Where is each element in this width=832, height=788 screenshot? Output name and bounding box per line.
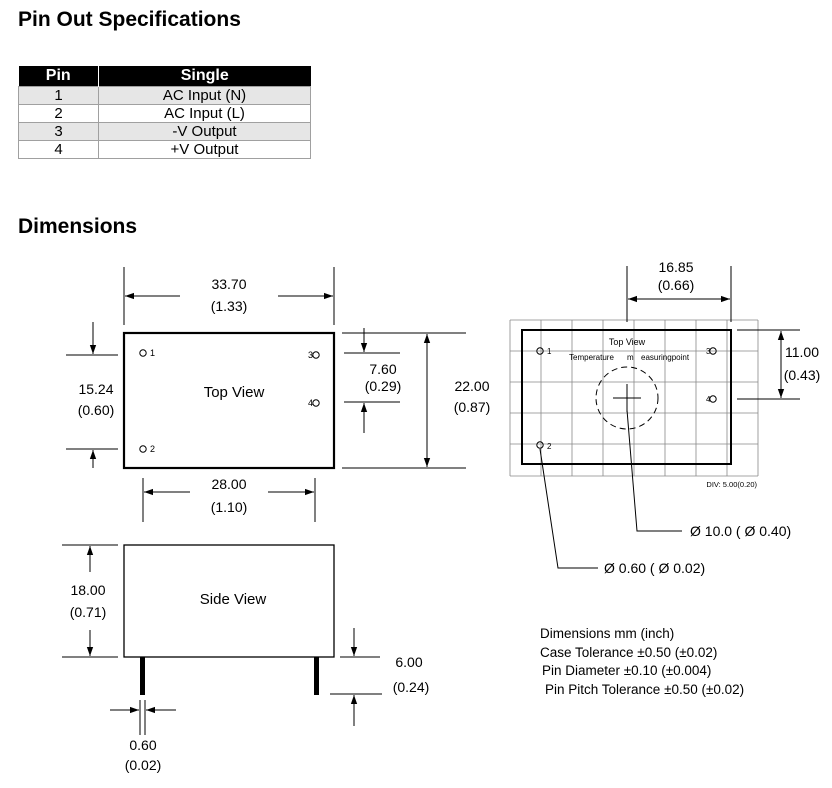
- pin-number: 4: [18, 140, 99, 159]
- pin-diameter-inch-label: (0.02): [125, 757, 162, 773]
- pin-function: AC Input (N): [98, 86, 311, 105]
- grid-view-case-outline: [521, 329, 732, 465]
- pin-diameter-mm-label: 0.60: [129, 737, 156, 753]
- single-column-header: Single: [98, 66, 311, 87]
- circle-leader-line: [626, 409, 682, 532]
- grid-view-labels: Top View Temperature m easuringpoint 1 2…: [547, 259, 820, 576]
- side-view-labels: Side View 18.00 (0.71) 6.00 (0.24) 0.60 …: [70, 582, 430, 773]
- case-tolerance-note: Case Tolerance ±0.50 (±0.02): [540, 645, 717, 660]
- pin-2-hole: [536, 441, 544, 449]
- pinout-heading: Pin Out Specifications: [18, 8, 241, 31]
- pin-pitch-note: Pin Pitch Tolerance ±0.50 (±0.02): [545, 682, 744, 697]
- pin-3-hole: [709, 347, 717, 355]
- units-note: Dimensions mm (inch): [540, 626, 674, 641]
- table-row: 4 +V Output: [18, 140, 311, 159]
- top-view-case-outline: [122, 331, 336, 470]
- pin-number: 3: [18, 122, 99, 141]
- side-view-case-outline: [123, 544, 335, 658]
- side-view-title: Side View: [200, 591, 267, 608]
- pin-offset-inch-label: (0.29): [365, 378, 402, 394]
- side-view: [62, 544, 382, 735]
- top-view-title: Top View: [204, 384, 265, 401]
- top-view-labels: 33.70 (1.33) Top View 22.00 (0.87) 7.60 …: [78, 276, 491, 515]
- top-view: [66, 267, 466, 522]
- pin-leader-line: [539, 448, 598, 569]
- pin-diameter-note: Pin Diameter ±0.10 (±0.004): [542, 663, 711, 678]
- pin-number: 2: [18, 104, 99, 123]
- grid-lines: [509, 319, 759, 477]
- grid-division-note: DIV: 5.00(0.20): [706, 480, 757, 489]
- height-mm-label: 22.00: [454, 378, 489, 394]
- half-width-mm-label: 16.85: [658, 259, 693, 275]
- pin-length-mm-label: 6.00: [395, 654, 422, 670]
- pin-1-hole: [139, 349, 147, 357]
- dimensions-heading: Dimensions: [18, 215, 138, 238]
- half-width-inch-label: (0.66): [658, 277, 695, 293]
- table-row: 1 AC Input (N): [18, 86, 311, 105]
- measuring-point-label: easuringpoint: [641, 353, 690, 362]
- measuring-point-label: Temperature: [569, 353, 614, 362]
- table-row: 3 -V Output: [18, 122, 311, 141]
- offset-mm-label: 11.00: [785, 344, 819, 360]
- pin-label: 3: [706, 347, 711, 356]
- pin-function: -V Output: [98, 122, 311, 141]
- table-row: 2 AC Input (L): [18, 104, 311, 123]
- top-view-pin-labels: 1 2 3 4: [150, 348, 313, 454]
- side-view-pin: [140, 657, 145, 695]
- pin-column-header: Pin: [18, 66, 99, 87]
- pin-diameter-callout: Ø 0.60 ( Ø 0.02): [604, 560, 705, 576]
- pin-label: 4: [308, 398, 313, 408]
- pin-row-mm-label: 28.00: [211, 476, 246, 492]
- pin-label: 1: [150, 348, 155, 358]
- pin-3-hole: [312, 351, 320, 359]
- height-inch-label: (0.87): [454, 399, 491, 415]
- pinout-table: Pin Single 1 AC Input (N) 2 AC Input (L)…: [18, 66, 311, 159]
- grid-view: [509, 266, 800, 569]
- pin-label: 1: [547, 347, 552, 356]
- tolerance-notes: Dimensions mm (inch) Case Tolerance ±0.5…: [540, 626, 744, 697]
- pin-row-inch-label: (1.10): [211, 499, 248, 515]
- pin-function: +V Output: [98, 140, 311, 159]
- width-mm-label: 33.70: [211, 276, 246, 292]
- pin-span-mm-label: 15.24: [78, 381, 113, 397]
- pin-2-hole: [139, 445, 147, 453]
- pin-label: 4: [706, 395, 711, 404]
- pinout-header-row: Pin Single: [18, 66, 311, 87]
- pin-1-hole: [536, 347, 544, 355]
- pin-offset-mm-label: 7.60: [369, 361, 396, 377]
- circle-diameter-callout: Ø 10.0 ( Ø 0.40): [690, 523, 791, 539]
- pin-label: 3: [308, 350, 313, 360]
- side-view-pin: [314, 657, 319, 695]
- case-height-mm-label: 18.00: [70, 582, 105, 598]
- pin-4-hole: [709, 395, 717, 403]
- pin-function: AC Input (L): [98, 104, 311, 123]
- pin-span-inch-label: (0.60): [78, 402, 115, 418]
- width-inch-label: (1.33): [211, 298, 248, 314]
- pin-label: 2: [150, 444, 155, 454]
- temperature-measuring-circle: [595, 366, 659, 430]
- case-height-inch-label: (0.71): [70, 604, 107, 620]
- pin-4-hole: [312, 399, 320, 407]
- grid-view-title: Top View: [609, 337, 646, 347]
- offset-inch-label: (0.43): [784, 367, 821, 383]
- pin-length-inch-label: (0.24): [393, 679, 430, 695]
- measuring-point-label: m: [627, 353, 634, 362]
- pin-label: 2: [547, 442, 552, 451]
